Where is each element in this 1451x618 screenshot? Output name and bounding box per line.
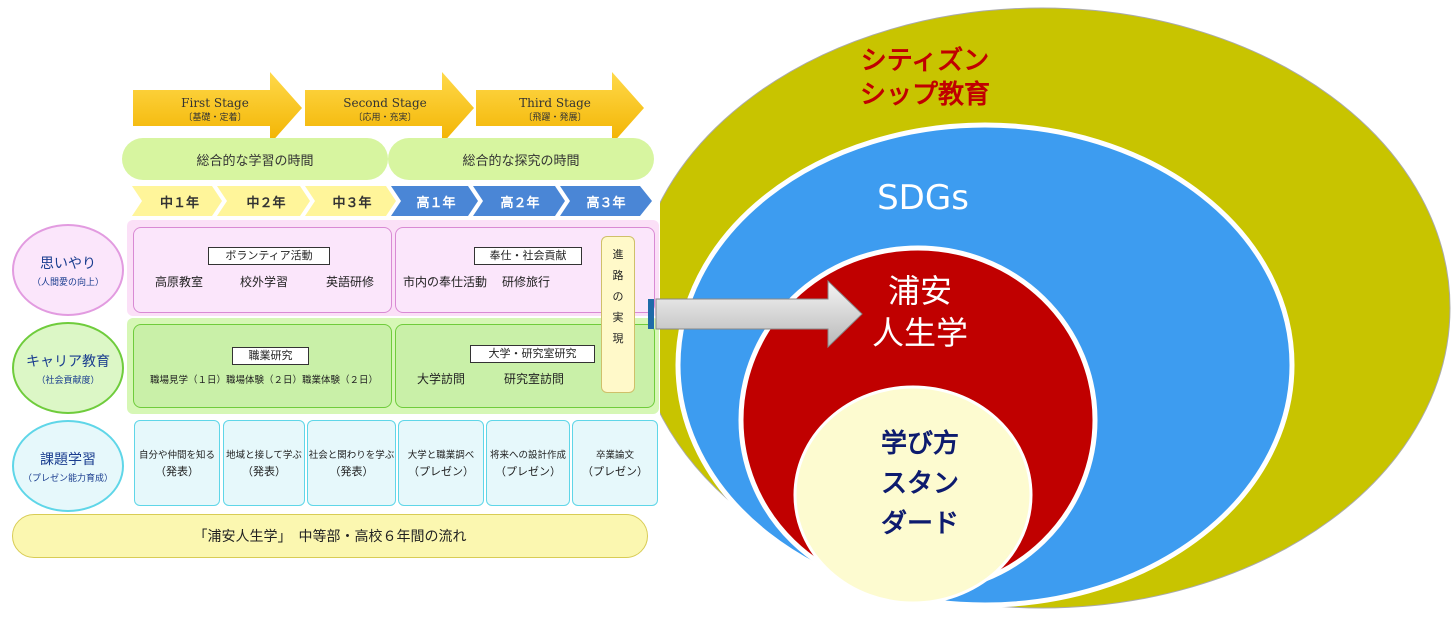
- stage-2-title: Second Stage: [343, 96, 427, 110]
- shinro-text: 進 路 の 実 現: [603, 244, 633, 349]
- shinro-char-5: 現: [612, 332, 624, 345]
- kadai-card-2-top: 地域と接して学ぶ: [226, 450, 302, 461]
- grade-label-5: 高２年: [500, 195, 540, 211]
- kadai-card-4-top: 大学と職業調べ: [407, 450, 475, 461]
- stage-arrows: [133, 72, 644, 144]
- career-junior-item-3: 職業体験（２日）: [302, 375, 379, 386]
- citizenship-line1: シティズン: [860, 46, 990, 76]
- footer-pill: 「浦安人生学」 中等部・高校６年間の流れ: [12, 514, 648, 558]
- period-junior: 総合的な学習の時間: [122, 138, 388, 180]
- omoiyari-junior-box: [133, 227, 392, 313]
- manabi-line3: ダード: [880, 509, 959, 539]
- grade-chevron-4: [391, 186, 478, 216]
- omoiyari-junior-item-3: 英語研修: [326, 275, 375, 289]
- grade-chevron-6: [560, 186, 652, 216]
- manabi-title: 学び方 スタン ダード: [860, 424, 980, 544]
- career-junior-label: 職業研究: [232, 347, 309, 365]
- career-junior-box: [133, 324, 392, 408]
- row-career-circle: キャリア教育 （社会貢献度）: [12, 322, 124, 414]
- grade-chevron-2: [217, 186, 310, 216]
- grade-label-1: 中１年: [159, 195, 199, 211]
- grade-chevron-3: [305, 186, 396, 216]
- urayasu-line1: 浦安: [887, 272, 952, 310]
- stage-arrow-1: [133, 72, 302, 144]
- flow-arrow-body: [655, 279, 863, 349]
- grade-chevron-5: [473, 186, 565, 216]
- grade-chevron-1: [132, 186, 222, 216]
- kadai-card-5: 将来への設計作成 （プレゼン）: [486, 420, 570, 506]
- career-senior-item-2: 研究室訪問: [504, 372, 565, 386]
- career-senior-label: 大学・研究室研究: [470, 345, 595, 363]
- kadai-card-6-bottom: （プレゼン）: [582, 465, 648, 478]
- kadai-card-1-top: 自分や仲間を知る: [138, 450, 215, 461]
- kadai-card-1-bottom: （発表）: [155, 465, 199, 478]
- flow-arrow: [648, 279, 863, 349]
- omoiyari-senior-item-1: 市内の奉仕活動: [403, 275, 488, 289]
- kadai-card-2-bottom: （発表）: [242, 465, 286, 478]
- grade-chevrons: [132, 186, 652, 216]
- kadai-card-3: 社会と関わりを学ぶ （発表）: [307, 420, 396, 506]
- kadai-card-4-bottom: （プレゼン）: [408, 465, 474, 478]
- row-kadai-sub: （プレゼン能力育成）: [22, 473, 113, 484]
- shinro-char-1: 進: [612, 248, 624, 261]
- shinro-char-2: 路: [612, 269, 624, 282]
- kadai-card-3-top: 社会と関わりを学ぶ: [308, 450, 395, 461]
- omoiyari-junior-item-1: 高原教室: [155, 275, 204, 289]
- row-kadai-title: 課題学習: [40, 451, 96, 468]
- stage-2-sub: 〔応用・充実〕: [353, 113, 417, 123]
- omoiyari-senior-label: 奉仕・社会貢献: [474, 247, 582, 265]
- grade-label-3: 中３年: [332, 195, 372, 211]
- career-senior-item-1: 大学訪問: [417, 372, 466, 386]
- sdgs-title: SDGs: [877, 178, 969, 218]
- omoiyari-junior-item-2: 校外学習: [240, 275, 289, 289]
- stage-2: Second Stage 〔応用・充実〕: [310, 96, 460, 123]
- stage-3: Third Stage 〔飛躍・発展〕: [480, 96, 630, 123]
- kadai-card-6: 卒業論文 （プレゼン）: [572, 420, 658, 506]
- row-career-title: キャリア教育: [26, 353, 110, 370]
- row-omoiyari-sub: （人間愛の向上）: [31, 277, 104, 288]
- kadai-card-1: 自分や仲間を知る （発表）: [134, 420, 220, 506]
- kadai-card-3-bottom: （発表）: [329, 465, 374, 478]
- flow-arrow-tail: [648, 299, 654, 329]
- omoiyari-junior-label: ボランティア活動: [208, 247, 330, 265]
- stage-arrow-3: [476, 72, 644, 144]
- kadai-card-2: 地域と接して学ぶ （発表）: [223, 420, 305, 506]
- grade-label-2: 中２年: [246, 195, 286, 211]
- urayasu-line2: 人生学: [871, 314, 968, 352]
- manabi-circle: [793, 385, 1033, 605]
- stage-3-title: Third Stage: [519, 96, 591, 110]
- kadai-card-5-top: 将来への設計作成: [489, 450, 566, 461]
- manabi-line1: 学び方: [880, 429, 959, 459]
- shinro-box: [601, 236, 635, 393]
- stage-1-title: First Stage: [181, 96, 249, 110]
- urayasu-title: 浦安 人生学: [860, 270, 980, 354]
- citizenship-title: シティズン シップ教育: [840, 44, 1010, 112]
- row-kadai-circle: 課題学習 （プレゼン能力育成）: [12, 420, 124, 512]
- kadai-card-4: 大学と職業調べ （プレゼン）: [398, 420, 484, 506]
- row-omoiyari-circle: 思いやり （人間愛の向上）: [12, 224, 124, 316]
- period-senior: 総合的な探究の時間: [388, 138, 654, 180]
- citizenship-line2: シップ教育: [859, 80, 990, 110]
- career-junior-item-1: 職場見学（１日）: [150, 375, 227, 386]
- stage-1-sub: 〔基礎・定着〕: [183, 113, 247, 123]
- grade-label-4: 高１年: [416, 195, 456, 211]
- row-omoiyari-title: 思いやり: [40, 255, 96, 272]
- stage-1: First Stage 〔基礎・定着〕: [140, 96, 290, 123]
- row-career-sub: （社会貢献度）: [36, 375, 100, 386]
- stage-arrow-2: [305, 72, 474, 144]
- manabi-line2: スタン: [880, 469, 959, 499]
- kadai-card-5-bottom: （プレゼン）: [495, 465, 561, 478]
- career-junior-item-2: 職場体験（２日）: [226, 375, 303, 386]
- grade-label-6: 高３年: [586, 195, 626, 211]
- kadai-card-6-top: 卒業論文: [595, 450, 634, 461]
- shinro-char-3: の: [612, 290, 624, 303]
- shinro-char-4: 実: [612, 311, 624, 324]
- stage-3-sub: 〔飛躍・発展〕: [523, 113, 587, 123]
- omoiyari-senior-item-2: 研修旅行: [502, 275, 551, 289]
